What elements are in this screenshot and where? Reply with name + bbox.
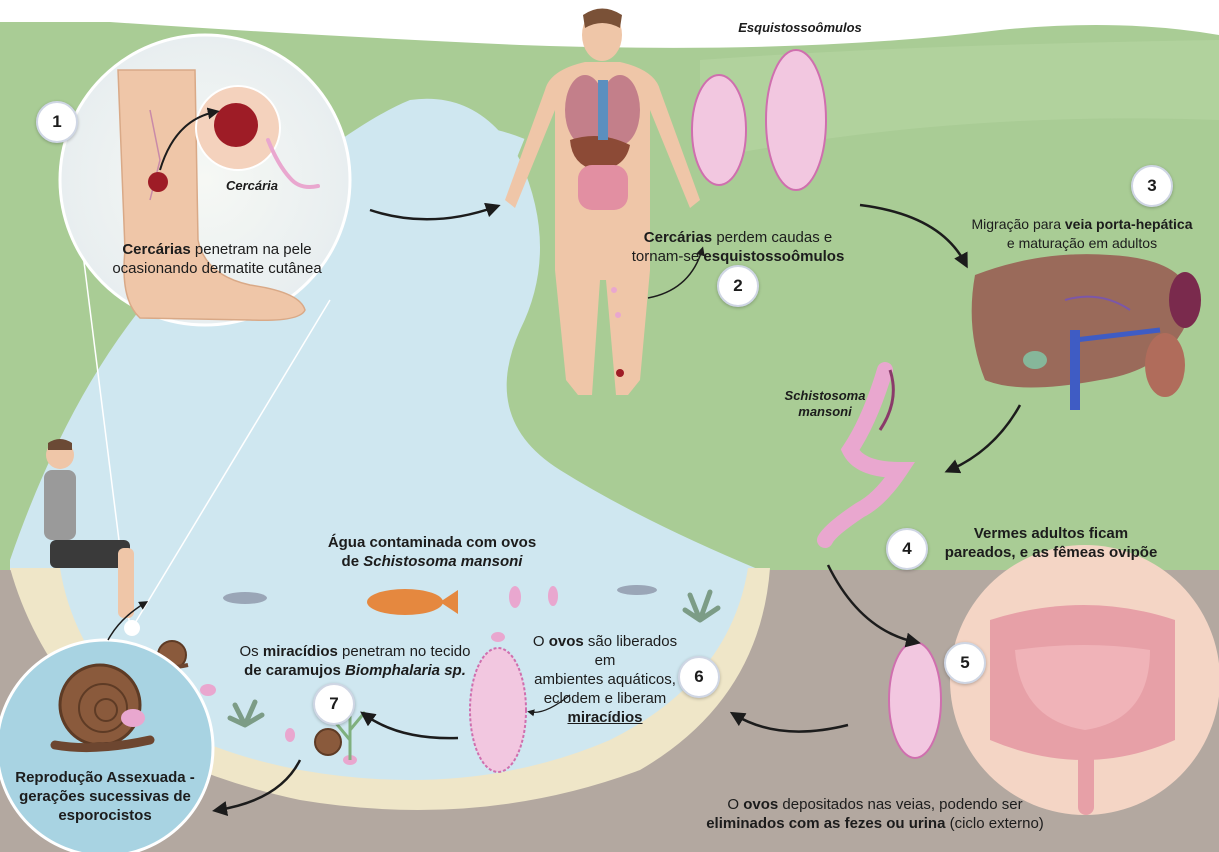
cercaria-label: Cercária: [212, 176, 292, 195]
schistosomula-label: Esquistossoômulos: [720, 18, 880, 37]
step-5-line2-bold: eliminados com as fezes ou urina: [706, 815, 945, 832]
snail-reproduction-text: Reprodução Assexuada - gerações sucessiv…: [10, 768, 200, 825]
step-6-pre: O: [533, 633, 549, 650]
worm-label-line2: mansoni: [775, 404, 875, 420]
step-5-line2-rest: (ciclo externo): [945, 815, 1043, 832]
schistosomulum-icon: [692, 75, 746, 185]
step-3-bold: veia porta-hepática: [1065, 216, 1193, 232]
step-7-line2-pre: de caramujos: [244, 662, 345, 679]
step-6-text: O ovos são liberados em ambientes aquáti…: [525, 632, 685, 727]
step-2-line2-bold: esquistossoômulos: [703, 248, 844, 265]
step-6-line3: eclodem e liberam: [525, 689, 685, 708]
step-1-bold: Cercárias: [122, 241, 190, 258]
step-1-text: Cercárias penetram na pele ocasionando d…: [92, 240, 342, 278]
step-7-rest: penetram no tecido: [338, 643, 471, 660]
water-text: Água contaminada com ovos de Schistosoma…: [282, 533, 582, 571]
step-1-line2: ocasionando dermatite cutânea: [92, 259, 342, 278]
intestine-icon: [950, 545, 1219, 815]
step-7-badge: 7: [313, 683, 355, 725]
step-2-line2-pre: tornam-se: [632, 248, 704, 265]
step-3-text: Migração para veia porta-hepática e matu…: [948, 215, 1216, 253]
egg-icon: [491, 632, 505, 642]
egg-icon: [509, 586, 521, 608]
step-1-badge: 1: [36, 101, 78, 143]
snail-line2: gerações sucessivas de: [10, 787, 200, 806]
step-4-line2: pareados, e as fêmeas ovipõe: [926, 543, 1176, 562]
egg-icon: [889, 642, 941, 758]
step-7-pre: Os: [240, 643, 263, 660]
step-3-badge: 3: [1131, 165, 1173, 207]
step-1-rest: penetram na pele: [191, 241, 312, 258]
worm-label: Schistosoma mansoni: [775, 388, 875, 420]
worm-label-line1: Schistosoma: [775, 388, 875, 404]
step-5-badge: 5: [944, 642, 986, 684]
step-6-bold: ovos: [549, 633, 584, 650]
step-2-rest: perdem caudas e: [712, 229, 832, 246]
step-7-line2-italic: Biomphalaria sp.: [345, 662, 466, 679]
step-4-badge: 4: [886, 528, 928, 570]
snail-line3: esporocistos: [10, 806, 200, 825]
step-2-bold: Cercárias: [644, 229, 712, 246]
step-6-line2: ambientes aquáticos,: [525, 670, 685, 689]
step-7-text: Os miracídios penetram no tecido de cara…: [205, 642, 505, 680]
water-line2-italic: Schistosoma mansoni: [363, 553, 522, 570]
step-7-bold: miracídios: [263, 643, 338, 660]
step-4-line1: Vermes adultos ficam: [926, 524, 1176, 543]
water-line2-pre: de: [342, 553, 364, 570]
snail-line1: Reprodução Assexuada -: [10, 768, 200, 787]
step-5-bold: ovos: [743, 796, 778, 813]
water-line1: Água contaminada com ovos: [282, 533, 582, 552]
egg-icon: [548, 586, 558, 606]
step-6-rest: são liberados em: [584, 633, 677, 669]
step-5-rest: depositados nas veias, podendo ser: [778, 796, 1022, 813]
lesion-icon: [214, 103, 258, 147]
step-2-text: Cercárias perdem caudas e tornam-se esqu…: [628, 228, 848, 266]
egg-icon: [285, 728, 295, 742]
step-6-line4: miracídios: [567, 709, 642, 726]
step-3-pre: Migração para: [972, 216, 1065, 232]
schistosomulum-icon: [766, 50, 826, 190]
step-5-text: O ovos depositados nas veias, podendo se…: [655, 795, 1095, 833]
step-5-pre: O: [727, 796, 743, 813]
step-3-line2: e maturação em adultos: [948, 234, 1216, 253]
egg-icon: [200, 684, 216, 696]
step-2-badge: 2: [717, 265, 759, 307]
step-4-text: Vermes adultos ficam pareados, e as fême…: [926, 524, 1176, 562]
